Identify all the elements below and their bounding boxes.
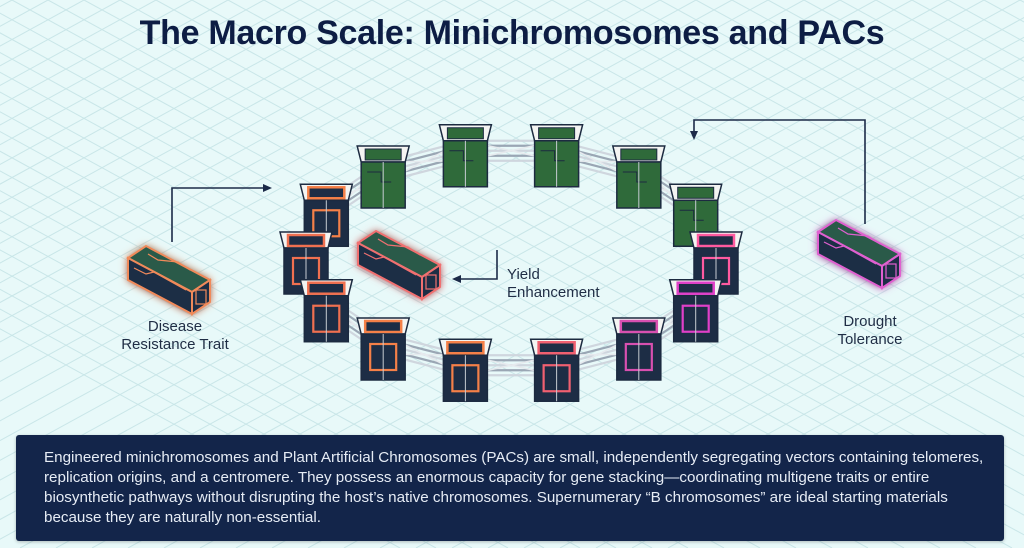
- chromosome-module: [356, 145, 411, 209]
- grid-line: [0, 0, 625, 343]
- grid-line: [299, 0, 1024, 398]
- description-text: Engineered minichromosomes and Plant Art…: [44, 449, 984, 526]
- grid-line: [0, 0, 841, 461]
- drought-tolerance-label: Drought Tolerance: [810, 313, 930, 349]
- label-line: Resistance Trait: [121, 336, 229, 353]
- grid-line: [0, 0, 409, 225]
- label-line: Drought: [843, 313, 897, 330]
- chromosome-module: [299, 278, 354, 343]
- description-panel: Engineered minichromosomes and Plant Art…: [16, 435, 1004, 541]
- chromosome-module: [611, 317, 666, 381]
- page-title: The Macro Scale: Minichromosomes and PAC…: [139, 14, 885, 52]
- grid-line: [0, 0, 373, 205]
- grid-line: [0, 0, 481, 264]
- grid-line: [695, 0, 1024, 181]
- grid-line: [803, 0, 1024, 122]
- grid-line: [479, 0, 1024, 299]
- label-line: Yield: [507, 266, 540, 283]
- chromosome-module: [668, 278, 723, 343]
- ring-modules: [279, 124, 743, 402]
- grid-line: [659, 0, 1024, 201]
- grid-line: [0, 0, 589, 323]
- grid-line: [0, 0, 193, 106]
- grid-line: [443, 0, 1024, 319]
- grid-line: [0, 0, 229, 126]
- chromosome-module: [438, 338, 493, 402]
- drought-arrow: [690, 119, 866, 224]
- chromosome-module: [529, 338, 584, 402]
- grid-line: [407, 0, 1024, 339]
- grid-line: [0, 0, 265, 146]
- grid-line: [731, 0, 1024, 161]
- disease-resistance-trait-box: [126, 244, 212, 316]
- grid-line: [0, 0, 337, 185]
- drought-tolerance-trait-box: [816, 218, 902, 290]
- grid-line: [839, 0, 1024, 102]
- chromosome-module: [611, 145, 666, 209]
- grid-line: [335, 0, 1024, 378]
- grid-line: [0, 0, 733, 402]
- disease-resistance-label: Disease Resistance Trait: [110, 318, 240, 354]
- yield-arrow: [452, 250, 498, 283]
- grid-line: [767, 0, 1024, 141]
- grid-line: [191, 0, 1024, 457]
- disease-arrow: [171, 184, 272, 242]
- grid-line: [515, 0, 1024, 279]
- label-line: Enhancement: [507, 284, 600, 301]
- grid-line: [587, 0, 1024, 240]
- grid-line: [0, 0, 445, 244]
- chromosome-module: [529, 124, 584, 188]
- yield-enhancement-trait-box: [356, 229, 442, 301]
- chromosome-module: [438, 124, 493, 188]
- chromosome-module: [356, 317, 411, 381]
- label-line: Disease: [147, 318, 203, 335]
- yield-enhancement-label: Yield Enhancement: [507, 266, 627, 302]
- grid-line: [263, 0, 1024, 418]
- grid-line: [0, 0, 301, 165]
- grid-line: [0, 0, 769, 422]
- grid-line: [623, 0, 1024, 220]
- grid-line: [0, 0, 517, 284]
- grid-line: [551, 0, 1024, 260]
- grid-line: [0, 0, 553, 304]
- label-line: Tolerance: [837, 331, 903, 348]
